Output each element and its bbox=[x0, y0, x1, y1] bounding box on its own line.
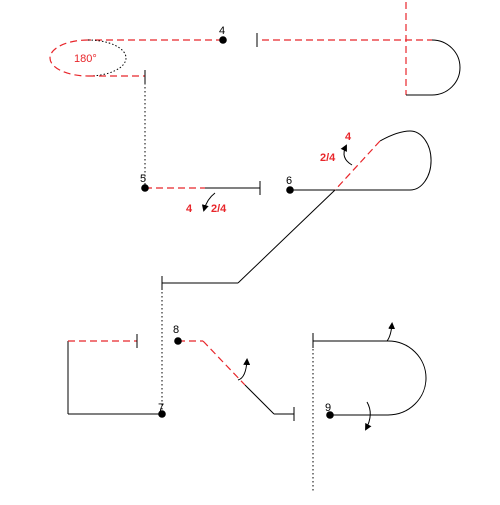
node-7-label: 7 bbox=[158, 402, 164, 414]
turn-angle-label: 180° bbox=[74, 53, 97, 65]
fig5-full-label: 4 bbox=[186, 203, 193, 215]
figure-8: 8 bbox=[173, 324, 295, 421]
node-9-dot bbox=[326, 411, 334, 419]
fig6-loop bbox=[379, 130, 432, 191]
fig4-turn-dotted bbox=[87, 39, 127, 77]
node-7-dot bbox=[158, 410, 166, 418]
node-5-label: 5 bbox=[140, 173, 146, 185]
fig8-diagonal-solid bbox=[244, 384, 275, 415]
fig4-turn-dashed bbox=[49, 39, 89, 77]
node-8-dot bbox=[174, 337, 182, 345]
fig9-bottom-arrow bbox=[365, 401, 372, 431]
fig5-fraction-label: 2/4 bbox=[211, 203, 227, 215]
fig6-fraction-label: 2/4 bbox=[320, 152, 336, 164]
fig8-turn-arrow bbox=[237, 358, 251, 381]
node-6-label: 6 bbox=[286, 175, 292, 187]
figure-9: 9 bbox=[312, 322, 427, 492]
fig8-diagonal-dashed bbox=[202, 340, 246, 386]
fig6-turn-arrow bbox=[340, 144, 353, 166]
node-8-label: 8 bbox=[173, 324, 179, 336]
node-6-dot bbox=[286, 186, 294, 194]
fig6-diagonal-dashed bbox=[334, 140, 381, 191]
figure-7: 7 bbox=[67, 334, 166, 418]
fig5-turn-arrow bbox=[201, 192, 216, 212]
node-4-label: 4 bbox=[219, 25, 225, 37]
fig9-loop bbox=[387, 340, 427, 416]
node-5-dot bbox=[141, 184, 149, 192]
figure-6: 6 4 2/4 bbox=[161, 130, 432, 290]
fig4-loop bbox=[406, 39, 461, 96]
figure-5: 5 4 2/4 bbox=[140, 173, 261, 215]
fig9-top-arrow bbox=[386, 322, 396, 342]
fig6-diagonal-solid bbox=[237, 189, 336, 284]
fig6-full-label: 4 bbox=[345, 131, 352, 143]
node-9-label: 9 bbox=[325, 402, 331, 414]
figure-4: 4 180° bbox=[49, 2, 461, 96]
node-4-dot bbox=[219, 36, 227, 44]
